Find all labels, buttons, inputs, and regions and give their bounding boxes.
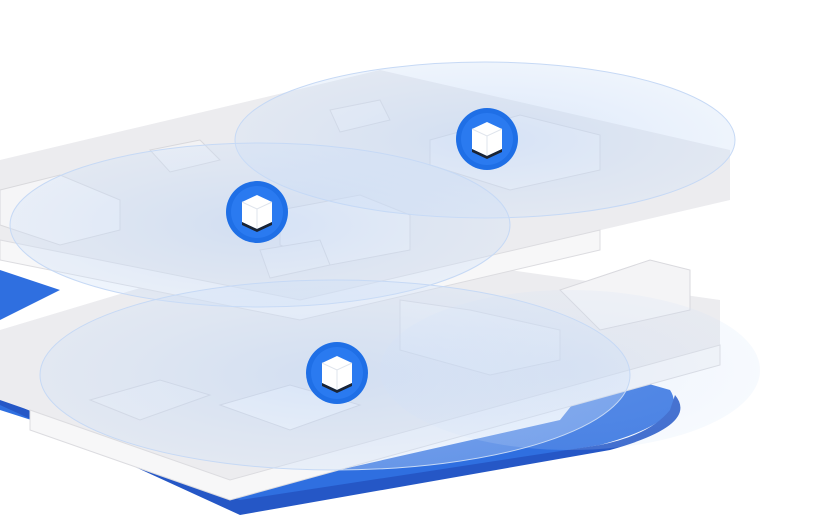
mesh-router-icon	[225, 180, 289, 244]
mesh-router-icon	[305, 341, 369, 405]
mesh-router-icon	[455, 107, 519, 171]
coverage-zone	[380, 290, 760, 450]
